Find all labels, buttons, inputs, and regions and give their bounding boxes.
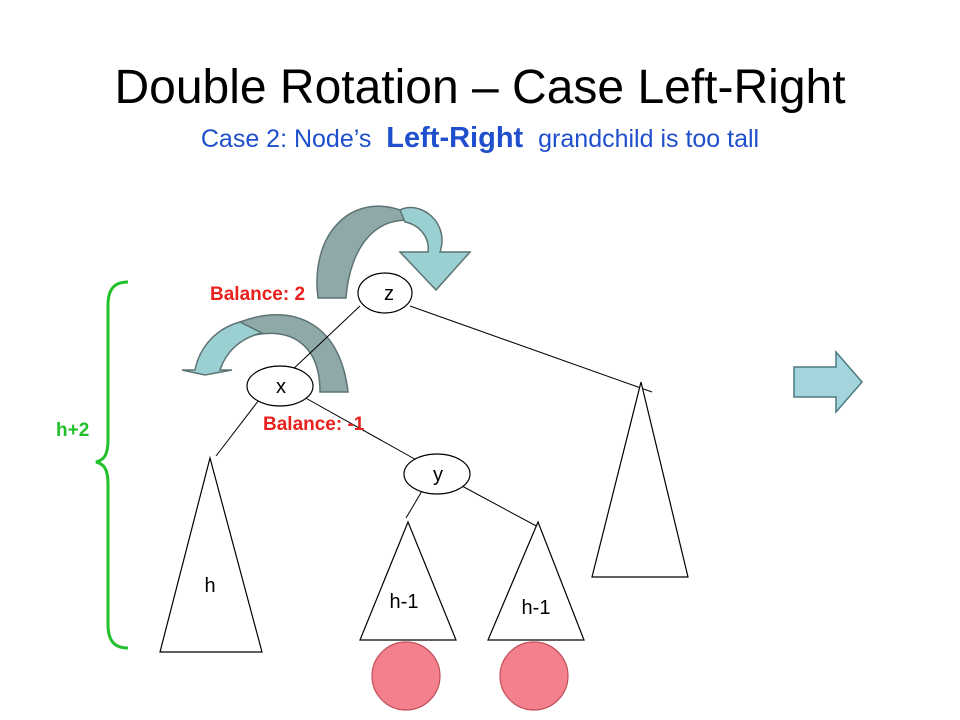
next-arrow-icon (793, 349, 863, 415)
edge-y-right (461, 485, 541, 529)
edge-x-y (301, 395, 421, 463)
balance-z-label: Balance: 2 (210, 284, 305, 305)
subtitle-emphasis: Left-Right (386, 122, 524, 154)
subtree-right-outer (591, 381, 689, 578)
subtree-left (159, 455, 263, 653)
edge-x-left (215, 395, 263, 457)
subtitle-suffix: grandchild is too tall (538, 125, 760, 153)
subtree-middle (359, 520, 457, 641)
balance-x-label: Balance: -1 (263, 414, 365, 435)
highlight-middle-circle (371, 641, 441, 711)
highlight-right-circle (499, 641, 569, 711)
height-brace-icon (95, 280, 129, 650)
subtree-middle-label: h-1 (390, 591, 419, 613)
node-x (246, 365, 314, 407)
node-z (357, 272, 413, 314)
rotation-arrow-bottom-icon (181, 314, 349, 393)
subtitle-prefix: Case 2: Node’s (200, 125, 372, 153)
rotation-arrow-top-icon (316, 205, 472, 299)
subtree-right-inner-label: h-1 (522, 597, 551, 619)
slide-title: Double Rotation – Case Left-Right (114, 61, 846, 114)
edge-z-right (409, 305, 653, 393)
slide-subtitle: Case 2: Node’s Left-Right grandchild is … (0, 118, 960, 159)
edge-z-x (289, 305, 361, 373)
node-z-label: z (384, 283, 394, 305)
node-x-label: x (276, 376, 286, 398)
height-label: h+2 (56, 420, 89, 441)
subtree-left-label: h (204, 575, 215, 597)
node-y (403, 453, 471, 495)
subtree-right-inner (487, 520, 585, 641)
node-y-label: y (433, 464, 443, 486)
